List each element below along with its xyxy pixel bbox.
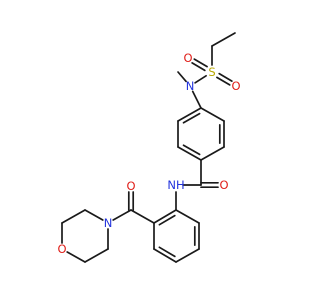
bond-u6-u1-inner (182, 112, 201, 124)
bond-S-Os2-a (216, 76, 231, 86)
bond-u1-u2 (200, 107, 225, 122)
bond-u4-u5 (177, 146, 202, 161)
bond-l6-l1 (175, 209, 200, 224)
bond-Nm-m1 (84, 209, 104, 221)
bond-l2-Cco (130, 209, 155, 224)
atom-o-mor: O (57, 242, 66, 256)
bond-N1-u1 (191, 90, 202, 109)
atom-o-am: O (219, 178, 228, 192)
bond-m1-m2 (61, 209, 86, 224)
bond-N1-Cme (177, 71, 187, 83)
bond-l3-l4-inner (158, 246, 176, 258)
bond-l1-l2 (153, 209, 177, 224)
atom-o-s1: O (183, 51, 192, 65)
atom-label: N (186, 79, 195, 93)
bond-layer (61, 32, 236, 263)
atom-label: S (208, 65, 215, 79)
atom-n-sul: N (186, 79, 195, 93)
bond-mO-m3 (66, 251, 86, 263)
atom-label: NH (167, 178, 184, 192)
bond-l3-l4 (153, 248, 177, 263)
bond-Cm-Ce (211, 32, 236, 47)
atom-label: N (104, 216, 113, 230)
bond-S-Os2-b (218, 72, 233, 82)
bond-u3-u4 (200, 146, 225, 161)
bond-m3-m4 (84, 248, 109, 263)
atom-label: O (219, 178, 228, 192)
bond-S-Os1-b (191, 62, 206, 72)
atom-label: O (231, 79, 240, 93)
bond-Cco-Nm (112, 209, 132, 221)
bond-l4-l5 (175, 248, 200, 263)
atom-n-am: NH (167, 178, 184, 192)
atom-o-s2: O (231, 79, 240, 93)
atom-o-c: O (126, 179, 135, 193)
atom-label: O (183, 51, 192, 65)
bond-S-Os1-a (193, 58, 208, 68)
bond-u6-u1 (177, 107, 202, 122)
bond-S-N1 (194, 74, 207, 84)
bond-l1-l2-inner (158, 214, 176, 226)
atom-n-mor: N (104, 216, 113, 230)
atom-s: S (208, 65, 215, 79)
atom-label: O (57, 242, 66, 256)
bond-u4-u5-inner (182, 144, 201, 156)
atom-label: O (126, 179, 135, 193)
